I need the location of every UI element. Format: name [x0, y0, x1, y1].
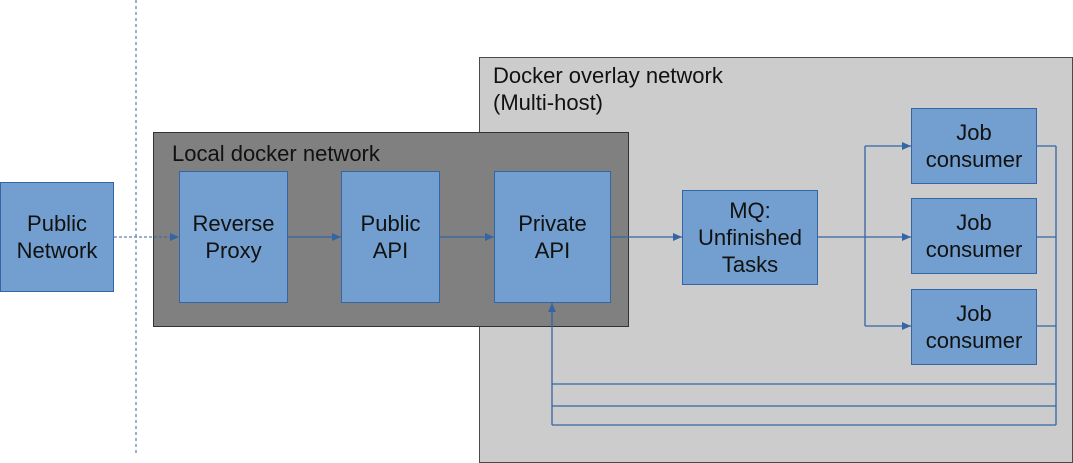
- private-api-node: Private API: [494, 171, 611, 303]
- job-consumer-label-1: Job consumer: [925, 120, 1023, 172]
- job-consumer-node-2: Job consumer: [911, 198, 1037, 274]
- public-network-node: Public Network: [0, 182, 114, 292]
- local-docker-network-title: Local docker network: [172, 141, 380, 166]
- public-api-label: Public API: [360, 211, 421, 263]
- public-api-node: Public API: [341, 171, 440, 303]
- private-api-label: Private API: [518, 211, 587, 263]
- job-consumer-label-2: Job consumer: [925, 210, 1023, 262]
- mq-label: MQ: Unfinished Tasks: [698, 198, 802, 277]
- docker-overlay-network-title: Docker overlay network (Multi-host): [493, 63, 723, 115]
- reverse-proxy-node: Reverse Proxy: [179, 171, 288, 303]
- job-consumer-node-3: Job consumer: [911, 289, 1037, 365]
- reverse-proxy-label: Reverse Proxy: [192, 211, 275, 263]
- job-consumer-label-3: Job consumer: [925, 301, 1023, 353]
- public-network-label: Public Network: [16, 211, 98, 263]
- mq-unfinished-tasks-node: MQ: Unfinished Tasks: [682, 190, 818, 285]
- job-consumer-node-1: Job consumer: [911, 108, 1037, 184]
